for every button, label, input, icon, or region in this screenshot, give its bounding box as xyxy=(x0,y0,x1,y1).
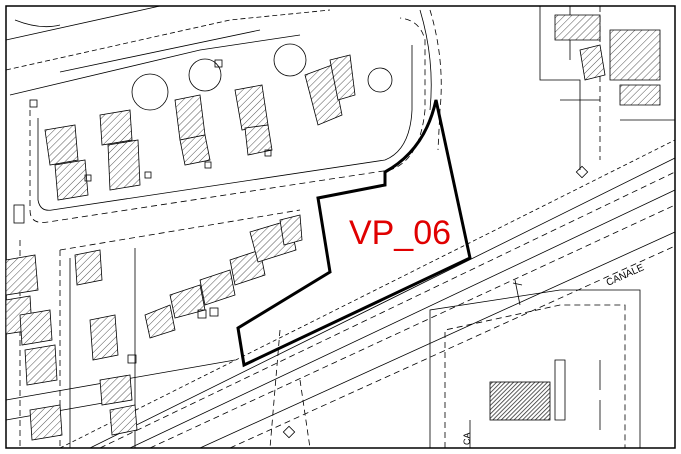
parcel-vp06-outline[interactable] xyxy=(236,99,472,368)
building-group-upper xyxy=(44,54,356,201)
parcel-label: VP_06 xyxy=(349,214,451,252)
small-markers xyxy=(13,59,589,439)
building-group-lower xyxy=(5,14,661,441)
dark-building xyxy=(489,381,551,421)
canal-label-lower: CA xyxy=(462,432,472,445)
